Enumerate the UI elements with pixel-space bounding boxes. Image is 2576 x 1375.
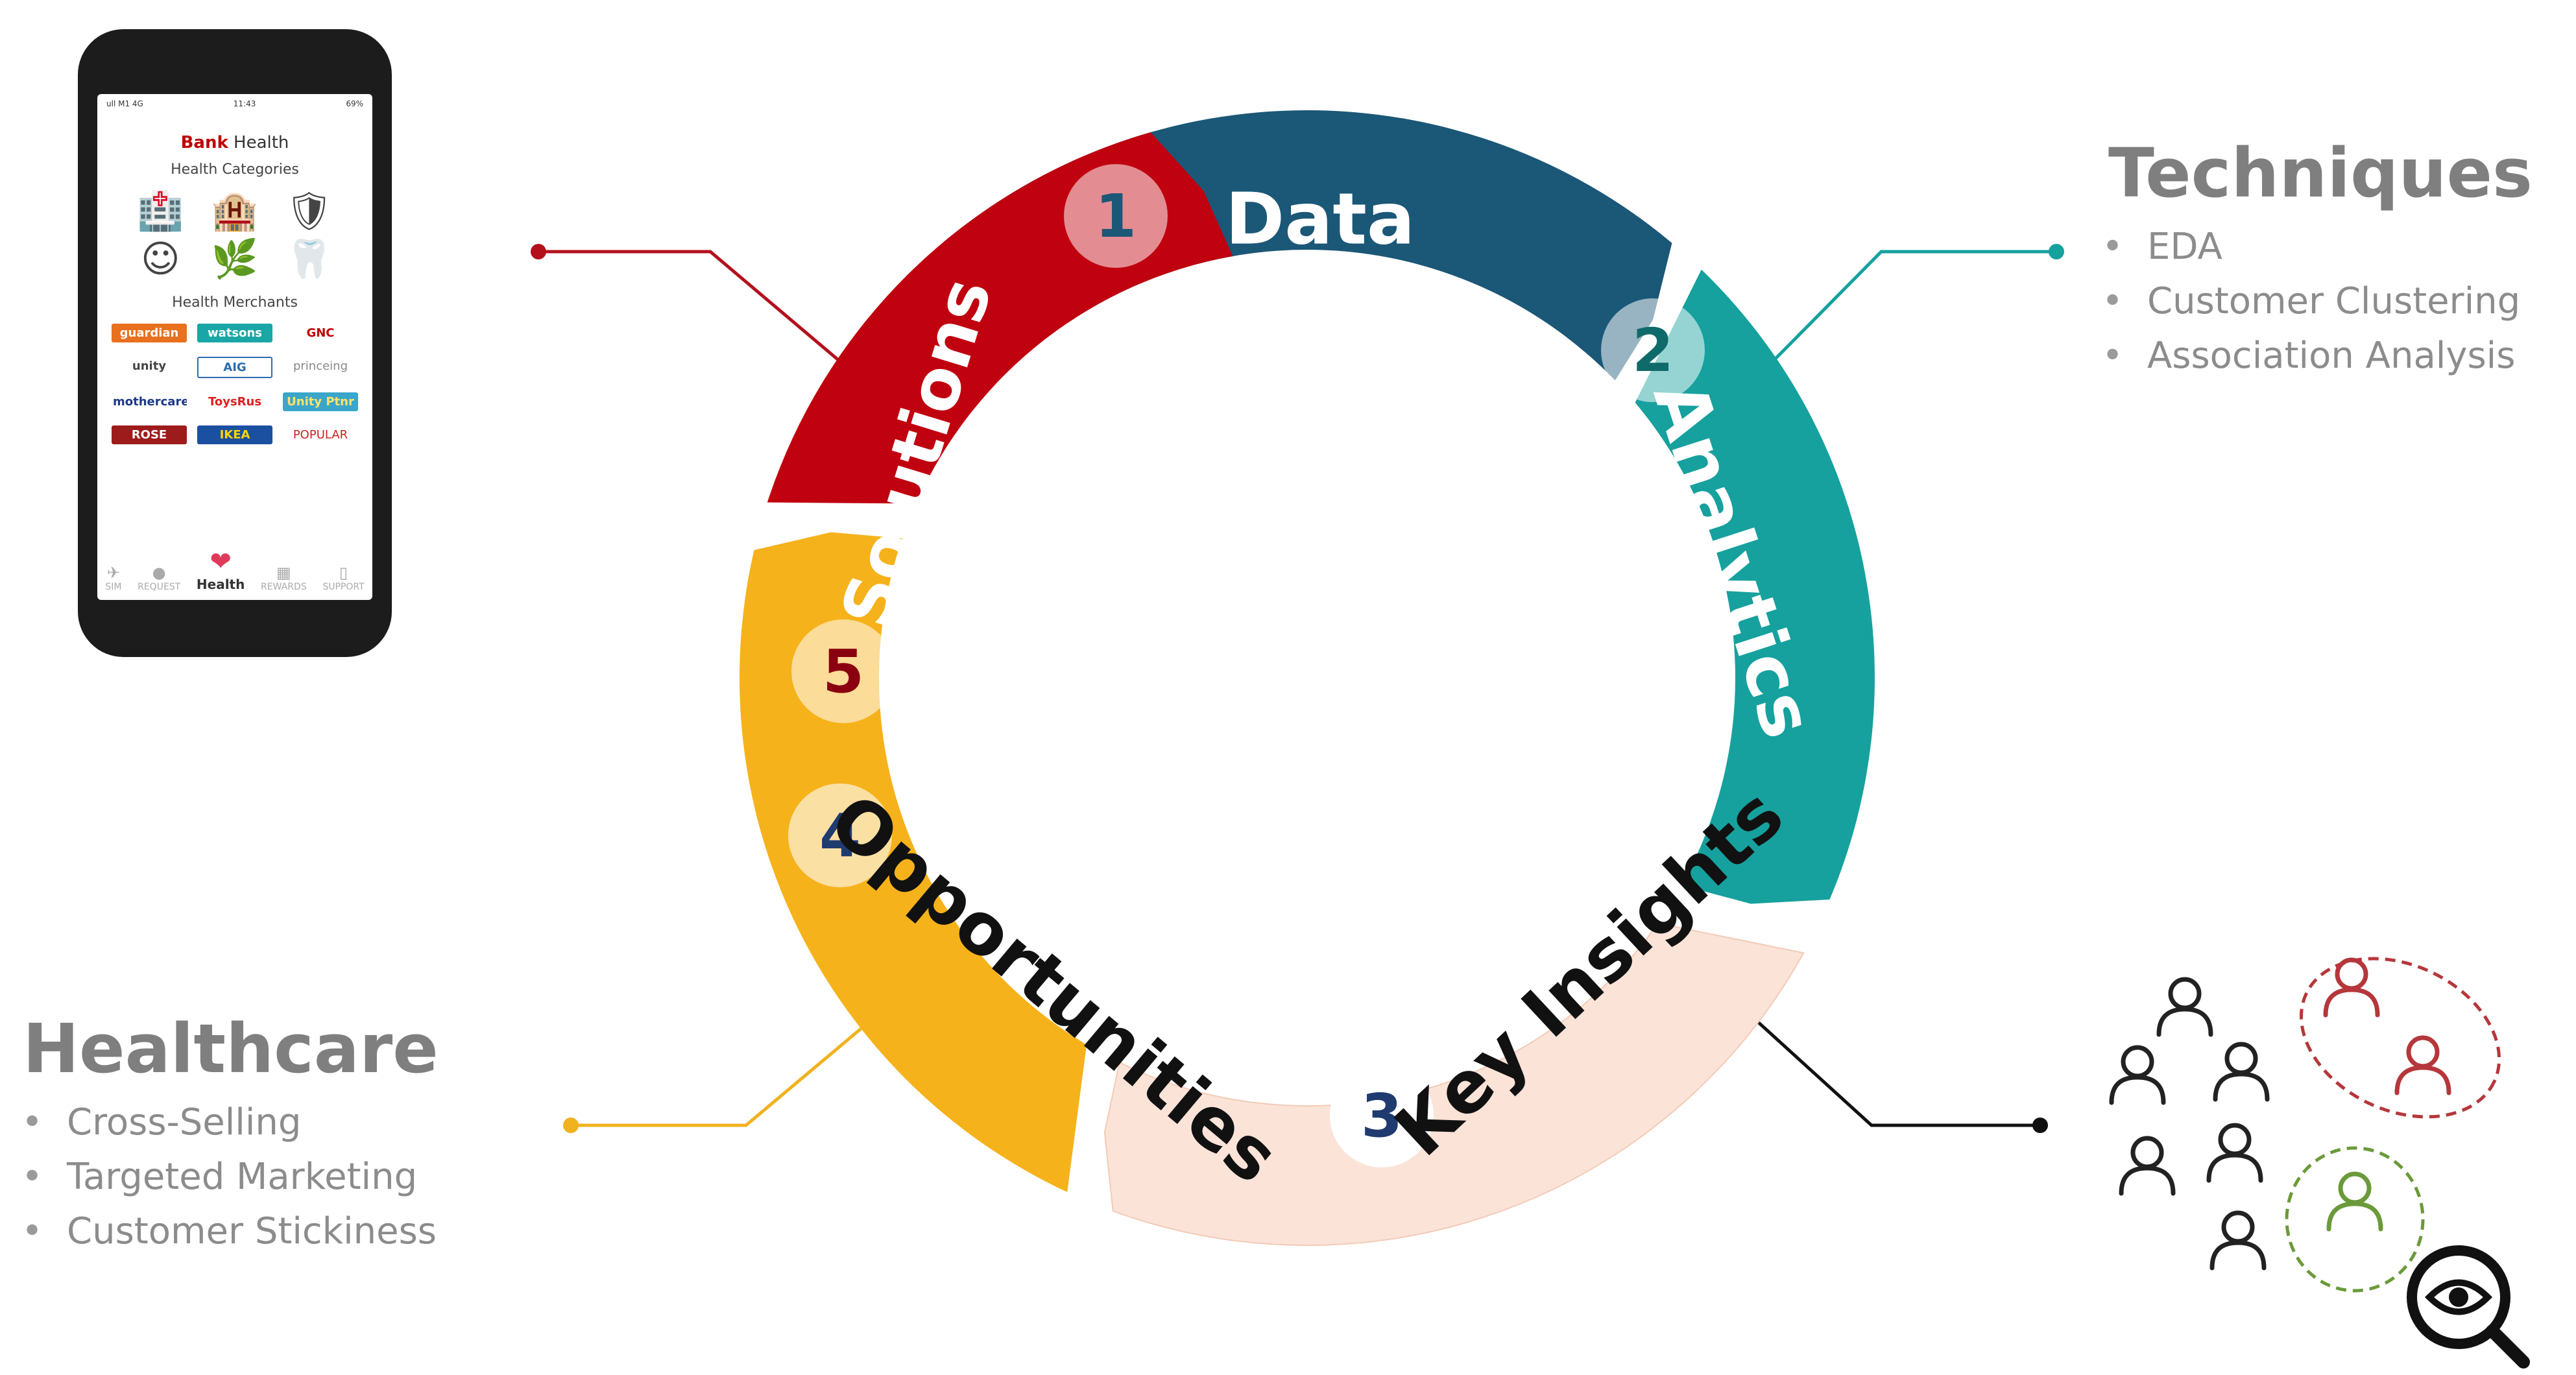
merchant-logo[interactable]: unity (132, 359, 167, 373)
heart-icon: ❤ (210, 547, 232, 577)
person-icon (2109, 1045, 2166, 1105)
segment-number-badge (1330, 1064, 1434, 1167)
segment-number: 3 (1361, 1081, 1402, 1151)
people-icons (2109, 957, 2451, 1271)
segment-label: Data (1225, 177, 1415, 260)
merchant-logo[interactable]: Unity Ptnr (283, 392, 358, 411)
magnifier-eye-icon (2407, 1245, 2530, 1369)
phone-status-bar: ull M1 4G 11:43 69% (106, 99, 363, 108)
status-battery: 69% (346, 99, 363, 108)
phone-bottom-nav: ✈SIM ●REQUEST ❤Health ▦REWARDS ▯SUPPORT (97, 547, 372, 592)
nav-item-request[interactable]: ●REQUEST (138, 564, 181, 592)
healthcare-heading: Healthcare (23, 1009, 439, 1088)
merchants-label: Health Merchants (172, 294, 298, 311)
ring-numbers: 1 2 3 4 5 (788, 164, 1705, 1167)
connector-solutions (538, 250, 851, 371)
person-icon (2326, 1171, 2383, 1232)
shield-icon[interactable]: 🛡 (285, 189, 333, 233)
ring-segment-key-insights (1103, 922, 1805, 1246)
hospital-icon[interactable]: 🏥 (137, 189, 184, 233)
categories-label: Health Categories (171, 161, 299, 178)
person-icon (2323, 957, 2380, 1018)
person-icon (2119, 1136, 2176, 1196)
nav-item-sim[interactable]: ✈SIM (105, 564, 122, 592)
connector-solutions-dot (531, 244, 546, 259)
status-carrier: ull M1 4G (106, 99, 143, 108)
status-time: 11:43 (233, 99, 256, 108)
clinic-icon[interactable]: 🏨 (211, 189, 259, 233)
healthcare-list: •Cross-Selling •Targeted Marketing •Cust… (21, 1095, 439, 1259)
ring-segments (739, 110, 1875, 1246)
plane-icon: ✈ (106, 564, 120, 582)
healthcare-item: •Targeted Marketing (21, 1156, 418, 1198)
techniques-block: Techniques •EDA •Customer Clustering •As… (2102, 134, 2533, 383)
merchant-logo[interactable]: ROSE (112, 425, 187, 444)
connector-analytics-dot (2049, 244, 2064, 259)
support-icon: ▯ (339, 564, 348, 582)
segment-number: 2 (1632, 316, 1674, 385)
ring-segment-solutions (767, 132, 1233, 504)
connector-insights (1711, 979, 2040, 1127)
tooth-icon[interactable]: 🦷 (285, 237, 333, 281)
person-icon (2156, 977, 2213, 1037)
techniques-item: •Association Analysis (2102, 335, 2516, 377)
segment-number: 5 (823, 637, 864, 706)
segment-number-badge (788, 783, 892, 887)
techniques-item: •EDA (2102, 226, 2222, 268)
segment-number-badge (791, 619, 895, 723)
app-title: Bank Health (180, 133, 289, 152)
face-icon[interactable]: ☺ (141, 237, 180, 281)
techniques-item: •Customer Clustering (2102, 280, 2521, 322)
healthcare-item: •Customer Stickiness (21, 1210, 437, 1252)
person-icon (2209, 1210, 2267, 1271)
nav-item-health[interactable]: ❤Health (196, 547, 245, 592)
healthcare-block: Healthcare •Cross-Selling •Targeted Mark… (21, 1009, 439, 1259)
connector-insights-dot (2032, 1118, 2048, 1133)
merchant-logo[interactable]: GNC (306, 326, 335, 340)
nav-item-support[interactable]: ▯SUPPORT (322, 564, 365, 592)
merchant-logo[interactable]: watsons (197, 324, 272, 342)
phone-mockup: ull M1 4G 11:43 69% Bank Health Health C… (78, 29, 392, 657)
connector-opportunities (571, 1004, 890, 1127)
merchant-logo[interactable]: AIG (197, 357, 272, 378)
merchant-logo[interactable]: princeing (293, 359, 348, 373)
connector-opportunities-dot (563, 1118, 579, 1133)
merchant-logo[interactable]: mothercare (113, 395, 187, 409)
ring-segment-analytics (1635, 269, 1875, 904)
person-icon (2206, 1123, 2263, 1183)
red-cluster-outline (2299, 957, 2501, 1119)
techniques-heading: Techniques (2108, 134, 2533, 213)
connector-lines (531, 244, 2064, 1133)
segment-number-badge (1064, 164, 1168, 268)
person-icon (2213, 1042, 2270, 1102)
segment-number: 1 (1095, 182, 1137, 251)
nav-item-rewards[interactable]: ▦REWARDS (261, 564, 307, 592)
herb-icon[interactable]: 🌿 (211, 237, 259, 281)
category-grid: 🏥 🏨 🛡 ☺ 🌿 🦷 (123, 192, 346, 278)
segment-number-badge (1601, 298, 1705, 402)
healthcare-item: •Cross-Selling (21, 1101, 302, 1143)
techniques-list: •EDA •Customer Clustering •Association A… (2102, 220, 2533, 383)
customer-cluster-illustration (2109, 957, 2530, 1369)
merchant-logo[interactable]: POPULAR (293, 428, 348, 442)
merchant-logo[interactable]: IKEA (197, 425, 272, 444)
connector-analytics (1773, 250, 2056, 361)
merchant-grid: guardian watsons GNC unity AIG princeing… (112, 324, 358, 444)
gift-icon: ▦ (276, 564, 291, 582)
person-icon (2394, 1035, 2451, 1095)
segment-number: 4 (819, 801, 861, 870)
merchant-logo[interactable]: guardian (112, 324, 187, 342)
green-cluster-outline (2285, 1146, 2425, 1293)
merchant-logo[interactable]: ToysRus (208, 395, 262, 409)
phone-screen: ull M1 4G 11:43 69% Bank Health Health C… (97, 94, 372, 600)
chat-icon: ● (152, 564, 166, 582)
